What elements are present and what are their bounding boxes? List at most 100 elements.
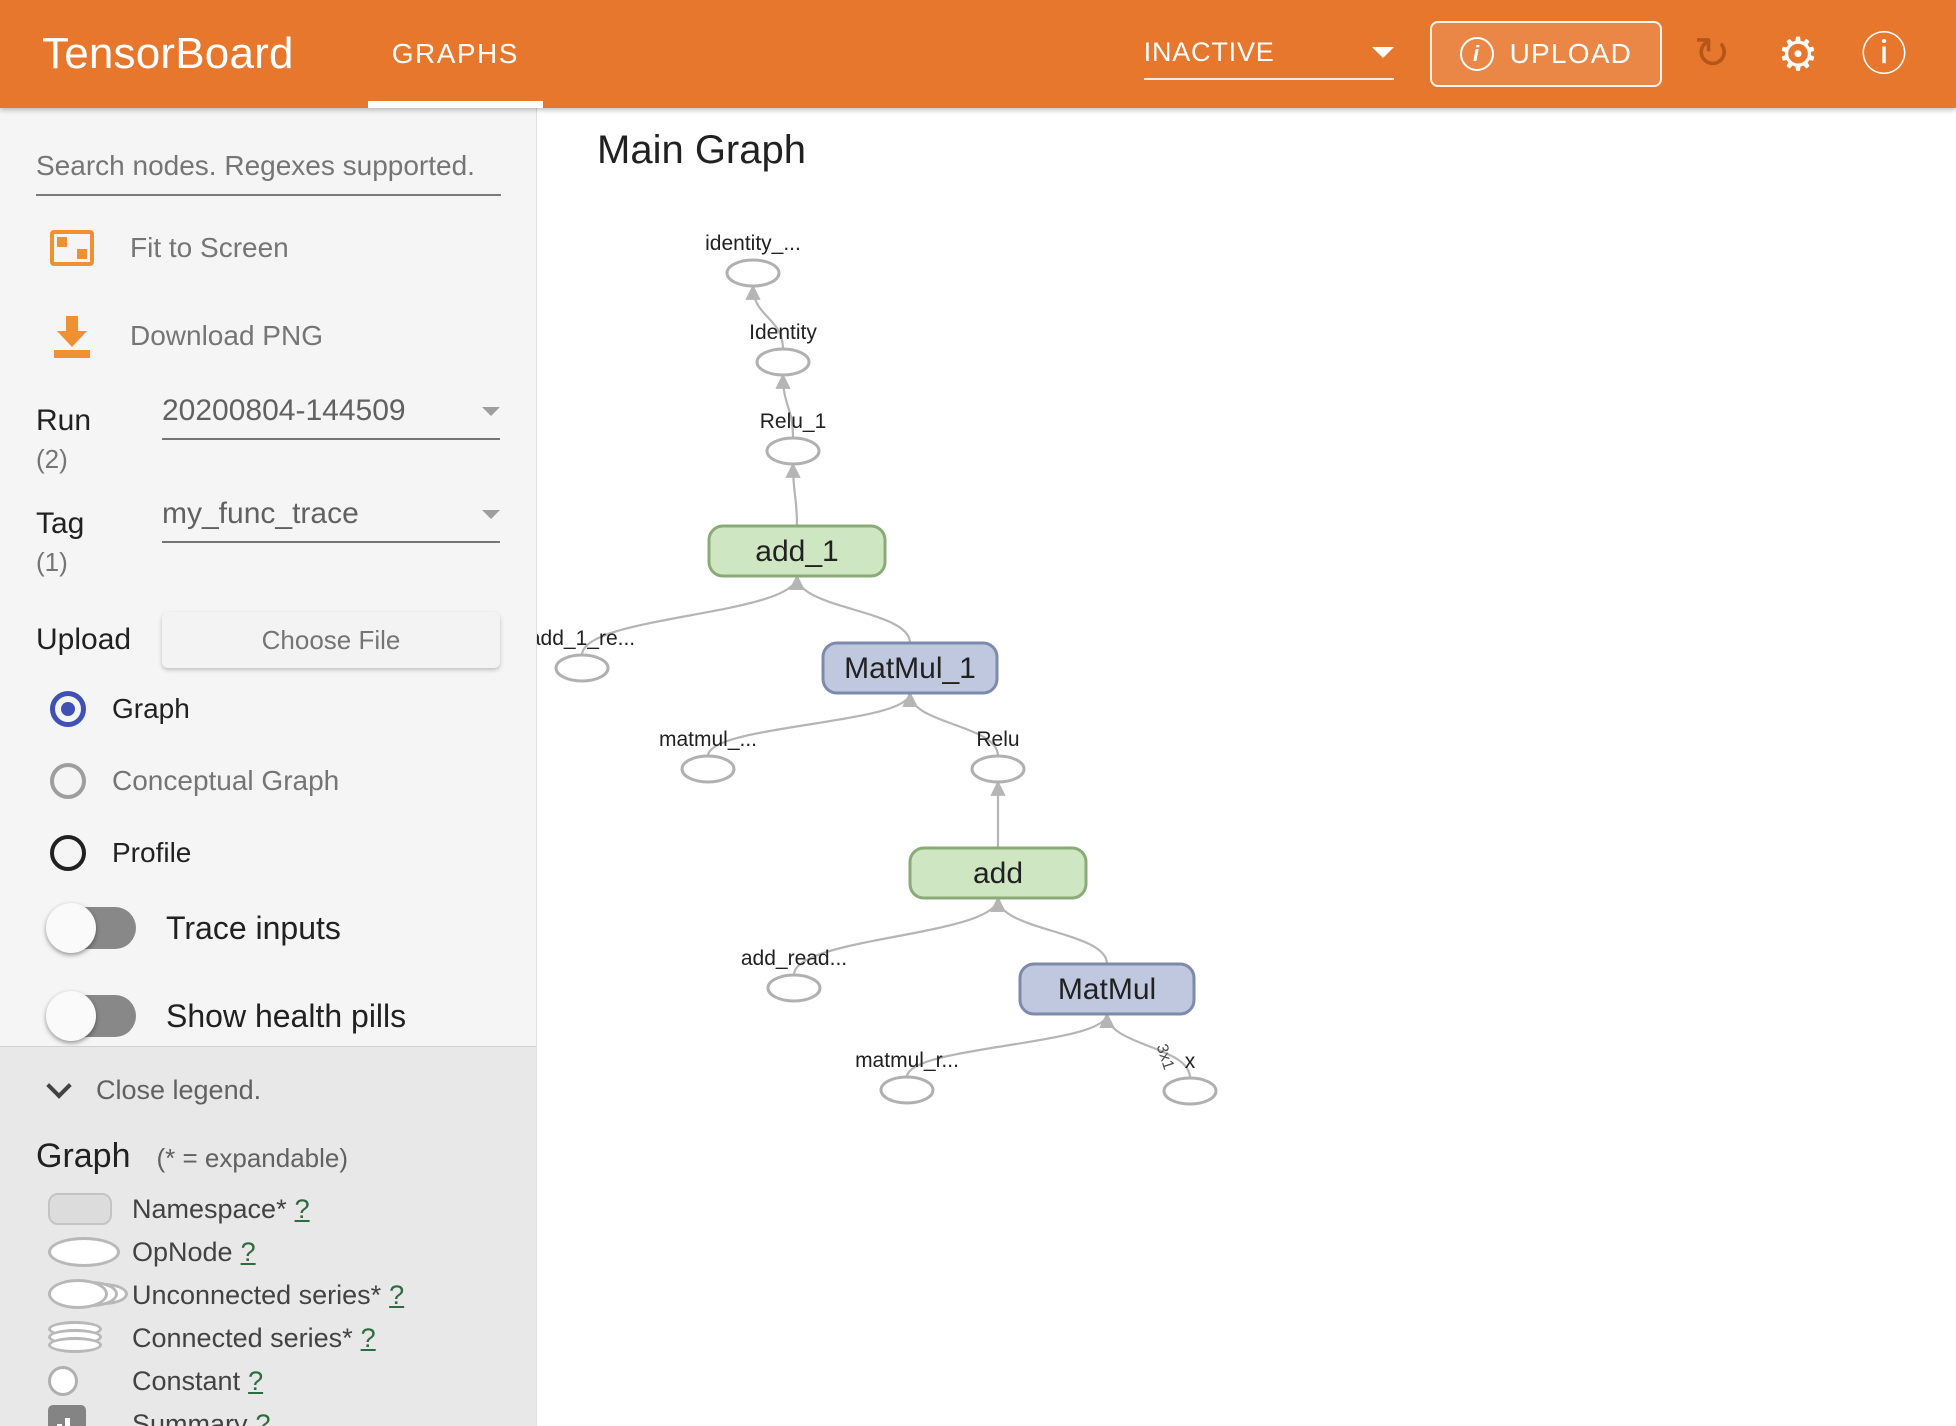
show-health-pills-label: Show health pills <box>166 997 407 1034</box>
chevron-down-icon <box>46 1073 72 1099</box>
graph-edge <box>706 691 918 757</box>
graph-edge <box>902 691 1000 757</box>
close-legend-button[interactable]: Close legend. <box>36 1047 500 1133</box>
help-link[interactable]: ? <box>248 1365 264 1396</box>
legend-item-label: Namespace* <box>132 1193 287 1224</box>
graph-edge <box>905 1012 1115 1078</box>
connected-series-swatch-icon <box>36 1321 132 1355</box>
tag-label: Tag (1) <box>36 497 146 578</box>
legend-item-label: Connected series* <box>132 1322 353 1353</box>
graph-title: Main Graph <box>597 128 806 172</box>
graph-node-label: Relu <box>976 728 1019 751</box>
graph-node-Identity[interactable]: Identity <box>749 321 817 377</box>
help-link[interactable]: ? <box>240 1236 256 1267</box>
graph-edges: 3x1 <box>580 284 1192 1079</box>
graph-node-label: matmul_... <box>659 728 757 751</box>
legend-title: Graph <box>36 1137 131 1175</box>
refresh-icon[interactable]: ↻ <box>1693 29 1731 78</box>
legend-item-connected-series: Connected series* ? <box>36 1319 500 1357</box>
radio-checked-icon <box>50 691 86 727</box>
legend-item-constant: Constant ? <box>36 1362 500 1400</box>
choose-file-button[interactable]: Choose File <box>162 612 500 668</box>
radio-graph[interactable]: Graph <box>36 678 500 740</box>
graph-node-add[interactable]: add <box>908 846 1088 900</box>
upload-label: Upload <box>36 623 132 656</box>
graph-node-label: add_read... <box>741 947 847 970</box>
radio-conceptual-graph-label: Conceptual Graph <box>112 765 340 796</box>
help-link[interactable]: ? <box>255 1408 271 1426</box>
graph-node-MatMul_1[interactable]: MatMul_1 <box>821 641 999 695</box>
graph-node-matmul_1_read[interactable]: matmul_... <box>659 728 757 784</box>
radio-graph-label: Graph <box>112 693 190 724</box>
upload-button[interactable]: i UPLOAD <box>1429 21 1662 87</box>
graph-node-add_1[interactable]: add_1 <box>707 524 887 578</box>
fit-to-screen-button[interactable]: Fit to Screen <box>36 212 500 284</box>
chevron-down-icon <box>482 406 500 416</box>
run-select[interactable]: 20200804-144509 <box>162 394 500 440</box>
unconnected-series-swatch-icon <box>36 1279 132 1311</box>
tag-select[interactable]: my_func_trace <box>162 497 500 543</box>
graph-node-add_1_read[interactable]: add_1_re... <box>537 627 635 683</box>
graph-node-x[interactable]: x <box>1162 1050 1218 1106</box>
graph-edge <box>580 574 805 656</box>
upload-button-label: UPLOAD <box>1509 38 1632 69</box>
help-link[interactable]: ? <box>294 1193 310 1224</box>
legend-item-unconnected-series: Unconnected series* ? <box>36 1276 500 1314</box>
help-link[interactable]: ? <box>389 1279 405 1310</box>
chevron-down-icon <box>482 509 500 519</box>
toggle-switch-off-icon <box>46 991 136 1041</box>
radio-unchecked-icon <box>50 835 86 871</box>
legend-item-label: Constant <box>132 1365 241 1396</box>
toggle-switch-off-icon <box>46 903 136 953</box>
legend-item-label: OpNode <box>132 1236 233 1267</box>
graph-node-add_read[interactable]: add_read... <box>741 947 847 1003</box>
graph-edge <box>990 896 1109 965</box>
graph-node-Relu[interactable]: Relu <box>970 728 1026 784</box>
graph-node-label: add_1 <box>755 535 838 568</box>
close-legend-label: Close legend. <box>96 1074 262 1105</box>
graph-node-label: add <box>973 857 1023 890</box>
graph-node-label: add_1_re... <box>537 627 635 650</box>
radio-profile[interactable]: Profile <box>36 822 500 884</box>
graph-node-label: MatMul <box>1058 973 1156 1006</box>
brand-title: TensorBoard <box>42 29 294 78</box>
legend-item-label: Summary <box>132 1408 248 1426</box>
graph-node-MatMul[interactable]: MatMul <box>1018 962 1196 1016</box>
namespace-swatch-icon <box>36 1193 132 1225</box>
tag-select-row: Tag (1) my_func_trace <box>36 497 500 578</box>
show-health-pills-toggle[interactable]: Show health pills <box>36 972 500 1060</box>
sidebar-controls: Fit to Screen Download PNG Run (2) 20200… <box>0 150 536 1134</box>
legend-item-label: Unconnected series* <box>132 1279 382 1310</box>
run-label: Run (2) <box>36 394 146 475</box>
download-png-label: Download PNG <box>130 320 323 351</box>
tab-graphs[interactable]: GRAPHS <box>367 0 544 108</box>
trace-inputs-toggle[interactable]: Trace inputs <box>36 884 500 972</box>
tag-select-value: my_func_trace <box>162 497 359 530</box>
graph-edge <box>1099 1012 1192 1079</box>
app-bar: TensorBoard GRAPHS INACTIVE i UPLOAD ↻ ⚙… <box>0 0 1956 108</box>
graph-node-identity_out[interactable]: identity_... <box>705 232 801 288</box>
graph-node-Relu_1[interactable]: Relu_1 <box>760 410 827 466</box>
graph-edge <box>789 574 912 644</box>
sidebar: Fit to Screen Download PNG Run (2) 20200… <box>0 108 537 1426</box>
run-status-dropdown[interactable]: INACTIVE <box>1143 37 1394 80</box>
legend-item-namespace: Namespace* ? <box>36 1190 500 1228</box>
legend-item-opnode: OpNode ? <box>36 1233 500 1271</box>
search-input[interactable] <box>36 150 501 196</box>
graph-node-label: identity_... <box>705 232 801 255</box>
graph-node-label: x <box>1185 1050 1196 1073</box>
graph-node-matmul_read[interactable]: matmul_r... <box>855 1049 959 1105</box>
help-link[interactable]: ? <box>360 1322 376 1353</box>
info-icon: i <box>1459 37 1494 71</box>
app-bar-right: INACTIVE i UPLOAD ↻ ⚙ ⓘ <box>1143 18 1956 90</box>
summary-swatch-icon <box>36 1405 132 1426</box>
gear-icon[interactable]: ⚙ <box>1777 28 1819 80</box>
download-png-button[interactable]: Download PNG <box>36 300 500 372</box>
trace-inputs-label: Trace inputs <box>166 909 341 946</box>
help-icon[interactable]: ⓘ <box>1861 28 1907 80</box>
run-select-value: 20200804-144509 <box>162 394 406 427</box>
chevron-down-icon <box>1371 46 1394 58</box>
fit-to-screen-label: Fit to Screen <box>130 232 289 263</box>
